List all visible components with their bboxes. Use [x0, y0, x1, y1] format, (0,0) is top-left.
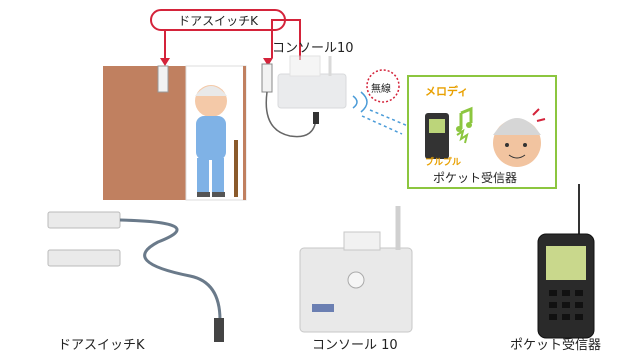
pocket-receiver-product-photo: [537, 184, 595, 339]
door-switch-product-photo: [47, 211, 224, 342]
pocket-receiver-product-label: ポケット受信器: [510, 338, 602, 353]
elderly-man-illustration: [195, 85, 238, 197]
wireless-signal-arcs: [352, 91, 409, 135]
console-product-label: コンソール 10: [312, 338, 398, 353]
console-wiring: [261, 63, 319, 138]
console-label: コンソール10: [272, 41, 354, 56]
receiver-panel-title: ポケット受信器: [433, 171, 518, 185]
receiver-panel-art: [425, 106, 546, 167]
door-switch-callout-label: ドアスイッチK: [150, 9, 286, 31]
console-unit-faded: [277, 55, 347, 109]
door-switch-callout-text: ドアスイッチK: [178, 13, 258, 28]
console-product-photo: [299, 206, 413, 333]
melody-label: メロディ: [425, 85, 469, 98]
vibrate-label: ブルブル: [425, 158, 462, 168]
wireless-label: 無線: [371, 84, 391, 95]
wireless-badge: [366, 69, 400, 103]
door-switch-product-label: ドアスイッチK: [58, 338, 145, 353]
receiver-panel: メロディ ブルブル ポケット受信器: [407, 75, 557, 189]
